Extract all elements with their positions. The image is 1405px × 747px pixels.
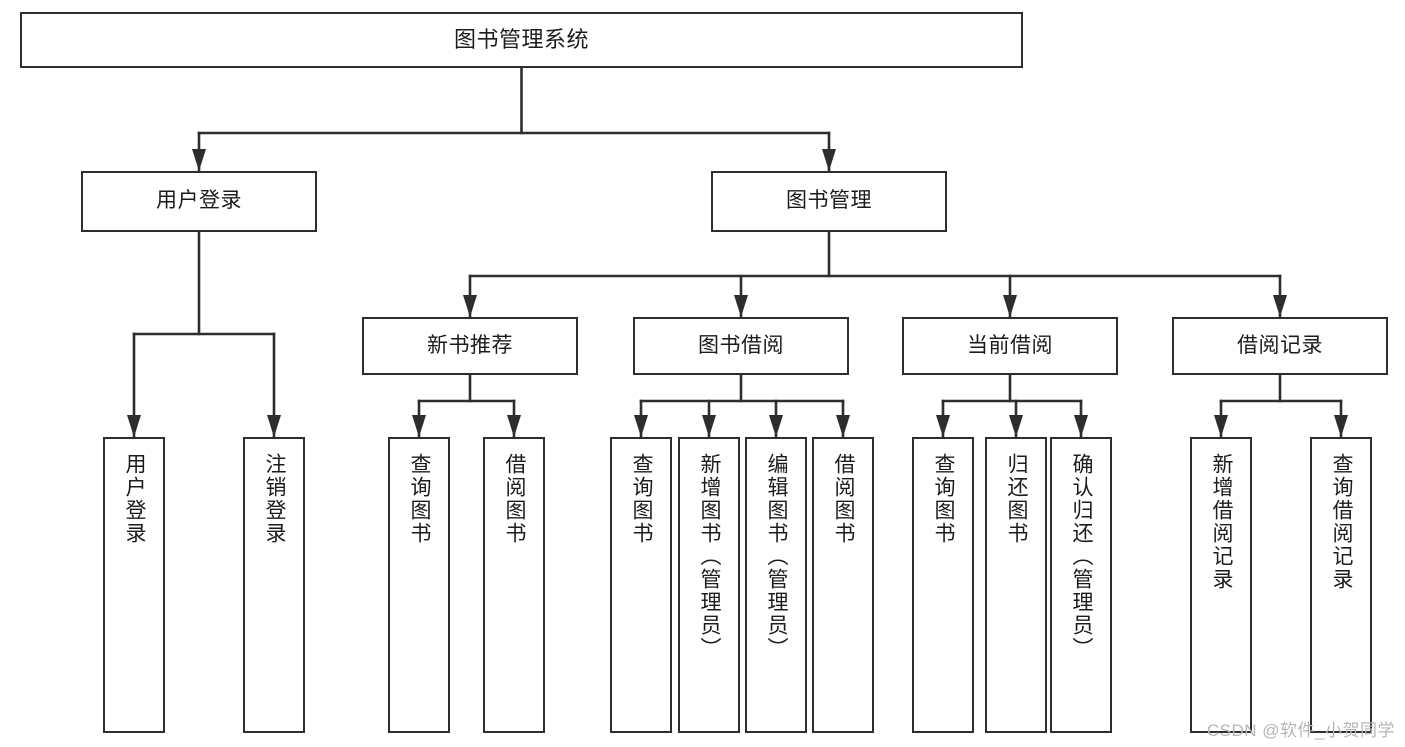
arrowhead-leaf_query_book_1 [412, 415, 426, 437]
arrowhead-leaf_logout [267, 415, 281, 437]
node-label: 借阅图书 [503, 453, 527, 545]
node-current_borrow[interactable]: 当前借阅 [902, 317, 1118, 375]
arrowhead-leaf_add_record [1214, 415, 1228, 437]
node-root[interactable]: 图书管理系统 [20, 12, 1023, 68]
node-book_manage[interactable]: 图书管理 [711, 171, 947, 232]
node-label: 查询图书 [932, 453, 956, 545]
arrowhead-leaf_edit_book [769, 415, 783, 437]
node-label: 当前借阅 [967, 333, 1053, 357]
node-leaf_query_book_1[interactable]: 查询图书 [388, 437, 450, 733]
arrowhead-leaf_query_book_2 [634, 415, 648, 437]
node-leaf_borrow_book_2[interactable]: 借阅图书 [812, 437, 874, 733]
node-label: 归还图书 [1005, 453, 1029, 545]
node-leaf_query_book_3[interactable]: 查询图书 [912, 437, 974, 733]
node-label: 确认归还（管理员） [1070, 453, 1094, 660]
arrowhead-leaf_borrow_book_2 [836, 415, 850, 437]
node-label: 新增借阅记录 [1210, 453, 1234, 591]
arrowhead-book_borrow [734, 295, 748, 317]
node-label: 新增图书（管理员） [698, 453, 722, 660]
node-label: 图书借阅 [698, 333, 784, 357]
node-leaf_query_record[interactable]: 查询借阅记录 [1310, 437, 1372, 733]
node-leaf_query_book_2[interactable]: 查询图书 [610, 437, 672, 733]
arrowhead-current_borrow [1003, 295, 1017, 317]
arrowhead-leaf_add_book [702, 415, 716, 437]
arrowhead-book_manage [822, 149, 836, 171]
csdn-watermark: CSDN @软件_小贺同学 [1206, 721, 1395, 740]
node-label: 注销登录 [263, 453, 287, 545]
node-new_book_rec[interactable]: 新书推荐 [362, 317, 578, 375]
node-leaf_add_book[interactable]: 新增图书（管理员） [678, 437, 740, 733]
arrowhead-user_login [192, 149, 206, 171]
node-leaf_return_book[interactable]: 归还图书 [985, 437, 1047, 733]
node-label: 图书管理系统 [453, 27, 589, 53]
node-label: 查询借阅记录 [1330, 453, 1354, 591]
arrowhead-leaf_user_login [127, 415, 141, 437]
node-label: 借阅图书 [832, 453, 856, 545]
node-borrow_record[interactable]: 借阅记录 [1172, 317, 1388, 375]
arrowhead-new_book_rec [463, 295, 477, 317]
arrowhead-leaf_query_book_3 [936, 415, 950, 437]
arrowhead-leaf_return_book [1009, 415, 1023, 437]
node-leaf_add_record[interactable]: 新增借阅记录 [1190, 437, 1252, 733]
node-leaf_borrow_book_1[interactable]: 借阅图书 [483, 437, 545, 733]
node-label: 编辑图书（管理员） [765, 453, 789, 660]
arrowhead-leaf_borrow_book_1 [507, 415, 521, 437]
node-label: 借阅记录 [1237, 333, 1323, 357]
node-leaf_confirm_return[interactable]: 确认归还（管理员） [1050, 437, 1112, 733]
node-label: 用户登录 [156, 189, 242, 213]
node-label: 图书管理 [786, 189, 872, 213]
node-label: 查询图书 [408, 453, 432, 545]
arrowhead-leaf_confirm_return [1074, 415, 1088, 437]
arrowhead-borrow_record [1273, 295, 1287, 317]
node-label: 新书推荐 [427, 333, 513, 357]
node-leaf_edit_book[interactable]: 编辑图书（管理员） [745, 437, 807, 733]
node-leaf_user_login[interactable]: 用户登录 [103, 437, 165, 733]
node-leaf_logout[interactable]: 注销登录 [243, 437, 305, 733]
node-label: 用户登录 [123, 453, 147, 545]
node-label: 查询图书 [630, 453, 654, 545]
node-user_login[interactable]: 用户登录 [81, 171, 317, 232]
arrowhead-leaf_query_record [1334, 415, 1348, 437]
node-book_borrow[interactable]: 图书借阅 [633, 317, 849, 375]
